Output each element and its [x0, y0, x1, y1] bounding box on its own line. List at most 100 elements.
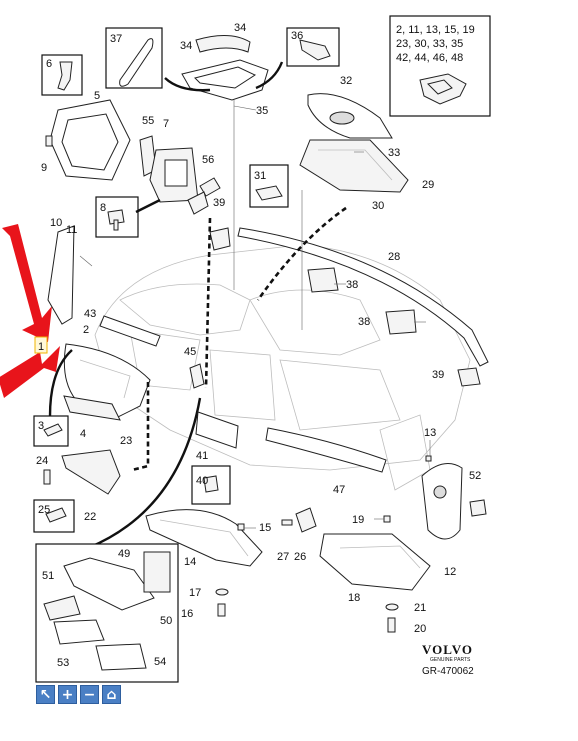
label-45: 45 [184, 346, 196, 358]
part-36-box [286, 27, 340, 67]
part-32 [307, 93, 393, 139]
label-39-upper: 39 [213, 197, 225, 209]
part-8-box [95, 196, 139, 238]
part-24-screw [43, 469, 51, 485]
part-39-right [457, 367, 481, 387]
part-14 [145, 509, 263, 567]
label-20: 20 [414, 623, 426, 635]
label-34-top: 34 [234, 22, 246, 34]
part-20-screw [387, 617, 396, 633]
part-7 [149, 147, 199, 203]
label-34-frame: 34 [180, 40, 192, 52]
brand-name: VOLVO [422, 642, 473, 657]
label-56: 56 [202, 154, 214, 166]
part-labels: 1 2 3 4 5 6 7 8 9 10 11 12 13 14 15 16 1… [36, 22, 481, 669]
cursor-glyph: ↖ [39, 686, 52, 703]
arrow-3 [48, 349, 73, 417]
label-9: 9 [41, 162, 47, 174]
label-19: 19 [352, 514, 364, 526]
label-31: 31 [254, 170, 266, 182]
arrow-36-to-34 [255, 61, 284, 90]
label-36: 36 [291, 30, 303, 42]
label-1-highlight [34, 336, 48, 354]
part-27-screw [281, 519, 293, 526]
parts-inset-box [35, 543, 179, 683]
label-2: 2 [83, 324, 89, 336]
part-43 [99, 315, 161, 347]
label-10: 10 [50, 217, 62, 229]
label-29: 29 [422, 179, 434, 191]
dashed-leader-23 [131, 382, 150, 472]
part-22 [61, 449, 121, 495]
label-15: 15 [259, 522, 271, 534]
label-37: 37 [110, 33, 122, 45]
part-9-screw [45, 135, 53, 147]
label-16: 16 [181, 608, 193, 620]
arrow-box-49 [87, 397, 202, 550]
label-22: 22 [84, 511, 96, 523]
clip-list-box [389, 15, 491, 117]
label-17: 17 [189, 587, 201, 599]
part-26 [295, 507, 317, 533]
label-40: 40 [196, 475, 208, 487]
part-29 [299, 139, 409, 193]
label-51: 51 [42, 570, 54, 582]
zoom-in-glyph: + [61, 686, 74, 703]
zoom-out-glyph: − [83, 686, 96, 703]
part-41 [195, 411, 239, 449]
diagram-reference: GR-470062 [422, 666, 474, 677]
part-25-box [33, 499, 75, 533]
label-11: 11 [66, 224, 77, 236]
arrow-8 [135, 198, 161, 214]
label-38-lower: 38 [358, 316, 370, 328]
part-18 [319, 533, 431, 591]
label-32: 32 [340, 75, 352, 87]
part-12 [421, 463, 463, 540]
label-50: 50 [160, 615, 172, 627]
home-icon[interactable]: ⌂ [102, 685, 121, 704]
home-glyph: ⌂ [106, 686, 117, 703]
label-33: 33 [388, 147, 400, 159]
label-14: 14 [184, 556, 196, 568]
brand-tagline: GENUINE PARTS [430, 657, 471, 663]
part-37-box [105, 27, 163, 89]
clip-list-line-3: 42, 44, 46, 48 [396, 52, 463, 64]
part-3-box [33, 415, 69, 447]
label-3: 3 [38, 420, 44, 432]
part-19-clip [383, 515, 391, 523]
part-52 [469, 499, 487, 517]
label-18: 18 [348, 592, 360, 604]
label-5: 5 [94, 90, 100, 102]
label-25: 25 [38, 504, 50, 516]
part-16-screw [217, 603, 226, 617]
label-28: 28 [388, 251, 400, 263]
label-52: 52 [469, 470, 481, 482]
part-5-frame [49, 99, 131, 181]
red-arrow-icon [0, 224, 60, 398]
part-28-strip [237, 227, 489, 367]
label-8: 8 [100, 202, 106, 214]
clip-list-line-2: 23, 30, 33, 35 [396, 38, 463, 50]
dashed-leader-30 [256, 206, 347, 301]
leader-lines [79, 100, 431, 529]
label-47: 47 [333, 484, 345, 496]
arrow-37-to-34 [164, 77, 211, 92]
part-15-clip [237, 523, 245, 531]
label-43: 43 [84, 308, 96, 320]
part-17-washer [215, 588, 229, 596]
part-10 [47, 225, 75, 325]
label-13: 13 [424, 427, 436, 439]
label-26: 26 [294, 551, 306, 563]
label-24: 24 [36, 455, 48, 467]
dashboard-ghost-outline [94, 244, 471, 491]
label-7: 7 [163, 118, 169, 130]
part-38-upper [307, 267, 339, 293]
label-4: 4 [80, 428, 86, 440]
cursor-icon[interactable]: ↖ [36, 685, 55, 704]
zoom-out-icon[interactable]: − [80, 685, 99, 704]
part-40-box [191, 465, 231, 505]
dashed-leader-56 [204, 217, 212, 389]
label-1: 1 [38, 341, 44, 353]
zoom-in-icon[interactable]: + [58, 685, 77, 704]
